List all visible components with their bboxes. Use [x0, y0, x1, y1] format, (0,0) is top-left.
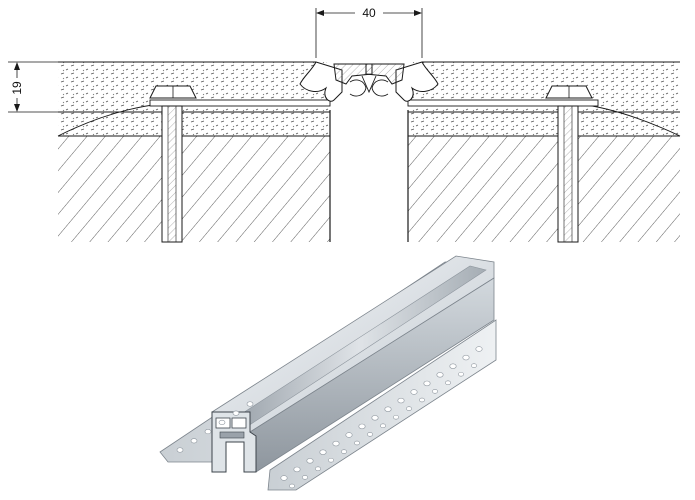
- dimension-height-label: 19: [10, 81, 24, 95]
- perforation-hole: [371, 415, 379, 421]
- perforation-hole: [397, 397, 405, 404]
- perforation-hole: [406, 406, 412, 411]
- perforation-hole: [380, 423, 386, 429]
- screed-left: [58, 62, 330, 136]
- perforations-right: [280, 346, 483, 489]
- dimension-width-label: 40: [362, 6, 376, 20]
- perforation-hole: [289, 483, 295, 489]
- perforation-hole: [246, 401, 254, 407]
- perforation-hole: [384, 406, 392, 412]
- perforation-hole: [204, 429, 212, 435]
- flange-right: [407, 99, 599, 107]
- perforation-hole: [232, 410, 240, 416]
- perforation-hole: [462, 354, 470, 361]
- perforation-hole: [423, 380, 431, 387]
- perforation-hole: [345, 432, 353, 438]
- perforation-hole: [306, 458, 314, 464]
- perforation-hole: [190, 438, 198, 444]
- substrate-right: [408, 136, 680, 242]
- anchor-bolt-right: [545, 85, 593, 243]
- perforations-left: [176, 401, 254, 453]
- perforation-hole: [176, 447, 184, 453]
- flange-right-3d: [267, 319, 497, 491]
- perforation-hole: [341, 449, 347, 454]
- perforation-hole: [367, 432, 373, 437]
- perforation-hole: [218, 419, 226, 425]
- perforation-hole: [471, 363, 477, 368]
- perforation-hole: [328, 457, 334, 463]
- profile-end-section: [211, 411, 257, 473]
- perforation-hole: [358, 423, 366, 430]
- perforation-hole: [332, 440, 340, 447]
- perforation-hole: [280, 475, 288, 481]
- perforation-hole: [449, 363, 457, 369]
- perforation-hole: [302, 475, 308, 480]
- perforation-hole: [354, 440, 360, 446]
- dimension-height: 19: [8, 61, 58, 113]
- perforation-hole: [393, 414, 399, 420]
- perforation-hole: [419, 397, 425, 403]
- perforation-hole: [319, 449, 327, 455]
- perforation-hole: [475, 346, 483, 352]
- substrate-left: [58, 136, 330, 242]
- perforation-hole: [458, 371, 464, 377]
- perforation-hole: [410, 389, 418, 395]
- flange-left: [149, 99, 331, 107]
- perforation-hole: [293, 466, 301, 473]
- perforation-hole: [432, 389, 438, 394]
- joint-profile: [299, 61, 439, 102]
- profile-render: [159, 255, 497, 491]
- cross-section: 40 19: [8, 4, 681, 243]
- perforation-hole: [315, 466, 321, 472]
- anchor-bolt-left: [149, 85, 197, 243]
- perforation-hole: [436, 372, 444, 378]
- screed-right: [408, 62, 680, 136]
- dimension-width: 40: [315, 4, 423, 58]
- perforation-hole: [445, 380, 451, 386]
